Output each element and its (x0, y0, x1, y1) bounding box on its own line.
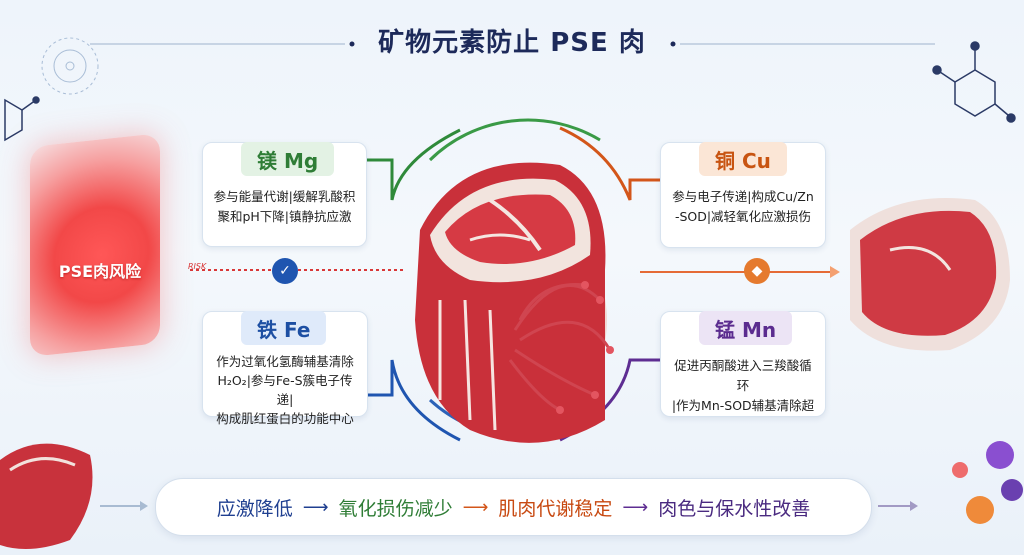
card-mg-line: 聚和pH下降|镇静抗应激 (217, 209, 352, 224)
check-icon-blue: ✓ (272, 258, 298, 284)
card-fe-line: 构成肌红蛋白的功能中心 (216, 411, 354, 426)
pse-risk-block (30, 133, 160, 357)
molecule-icon-left (4, 96, 40, 142)
arrow-right-icon: ⟶ (622, 496, 649, 518)
pse-risk-label: PSE肉风险 (58, 262, 142, 281)
flow-step: 肌肉代谢稳定 (498, 497, 613, 520)
card-cu-body: 参与电子传递|构成Cu/Zn -SOD|减轻氧化应激损伤 (669, 187, 817, 227)
card-fe-title: 铁 Fe (241, 311, 327, 345)
tag-icon-orange: ◆ (744, 258, 770, 284)
steak-illustration-bottom-left (0, 443, 93, 549)
card-fe-line: 作为过氧化氢酶辅基清除 (216, 354, 354, 369)
card-cu-line: -SOD|减轻氧化应激损伤 (674, 209, 812, 224)
card-mn-body: 促进丙酮酸进入三羧酸循环 |作为Mn-SOD辅基清除超 (669, 356, 817, 416)
card-mg-line: 参与能量代谢|缓解乳酸积 (213, 189, 356, 204)
cells-illustration-bottom-right (952, 441, 1023, 524)
outcome-flow-bar: 应激降低 ⟶ 氧化损伤减少 ⟶ 肌肉代谢稳定 ⟶ 肉色与保水性改善 (155, 478, 872, 536)
card-fe-body: 作为过氧化氢酶辅基清除 H₂O₂|参与Fe-S簇电子传递| 构成肌红蛋白的功能中… (211, 352, 359, 428)
card-cu-title: 铜 Cu (699, 142, 787, 176)
card-mn-title: 锰 Mn (699, 311, 793, 345)
card-cu-line: 参与电子传递|构成Cu/Zn (672, 189, 814, 204)
flow-step: 氧化损伤减少 (338, 497, 453, 520)
card-mg-body: 参与能量代谢|缓解乳酸积 聚和pH下降|镇静抗应激 (211, 187, 358, 227)
flow-step: 应激降低 (216, 497, 293, 520)
steak-illustration-right (850, 198, 1010, 351)
card-mn: 锰 Mn 促进丙酮酸进入三羧酸循环 |作为Mn-SOD辅基清除超 (660, 311, 826, 417)
card-mg: 镁 Mg 参与能量代谢|缓解乳酸积 聚和pH下降|镇静抗应激 (202, 142, 367, 247)
card-fe: 铁 Fe 作为过氧化氢酶辅基清除 H₂O₂|参与Fe-S簇电子传递| 构成肌红蛋… (202, 311, 368, 426)
card-mg-title: 镁 Mg (241, 142, 335, 176)
card-fe-line: H₂O₂|参与Fe-S簇电子传递| (217, 373, 353, 407)
risk-tag: RISK (188, 262, 207, 271)
card-mn-line: |作为Mn-SOD辅基清除超 (671, 398, 815, 413)
meat-cross-section-illustration (415, 162, 614, 443)
card-mn-line: 促进丙酮酸进入三羧酸循环 (674, 358, 812, 393)
card-cu: 铜 Cu 参与电子传递|构成Cu/Zn -SOD|减轻氧化应激损伤 (660, 142, 826, 248)
arrow-right-icon: ⟶ (462, 496, 489, 518)
arrow-right-icon: ⟶ (302, 496, 329, 518)
page-title: 矿物元素防止 PSE 肉 (378, 28, 646, 58)
flow-step: 肉色与保水性改善 (658, 497, 811, 520)
